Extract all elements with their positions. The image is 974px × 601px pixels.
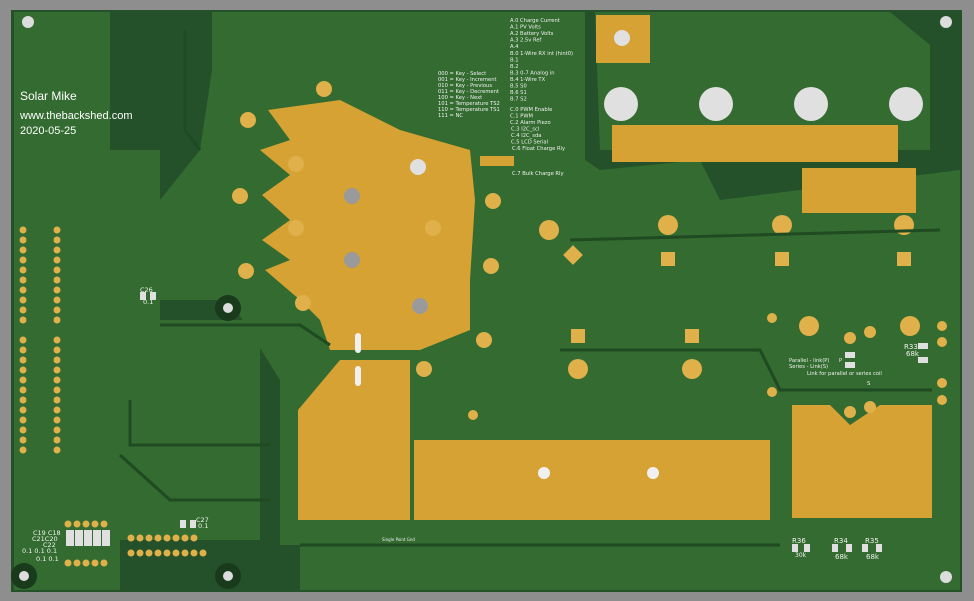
caps-refs-3: C22 <box>43 541 56 549</box>
mounting-holes <box>11 16 952 589</box>
through-hole-pads <box>232 81 947 420</box>
pin-map-item: C.7 Bulk Charge Rly <box>512 171 564 177</box>
copper-pour-right-bottom <box>792 405 932 518</box>
key-map-item: 111 = NC <box>438 113 463 119</box>
parallel-note: Parallel - link(P) <box>789 358 829 364</box>
large-vias <box>344 188 428 314</box>
key-map-item: 011 = Key - Decrement <box>438 89 499 95</box>
single-point-label: Single Point Gnd <box>382 537 415 542</box>
r35-value: 68k <box>866 553 880 561</box>
c27-value: 0.1 <box>198 522 208 530</box>
relay-holes <box>410 30 923 175</box>
slots <box>355 333 659 479</box>
brand-name: Solar Mike <box>20 89 77 103</box>
pin-map-item: C.0 PWM Enable <box>510 107 552 113</box>
key-map-item: 110 = Temperature TS1 <box>438 107 500 113</box>
key-map-item: 101 = Temperature TS2 <box>438 101 500 107</box>
pin-map-list: A.0 Charge Current A.1 PV Volts A.2 Batt… <box>510 18 573 177</box>
pin-map-item: C.6 Float Charge Rly <box>512 146 565 152</box>
pin-map-item: B.5 S0 <box>510 84 527 90</box>
copper-pour-top-right-2 <box>802 168 916 213</box>
brand-date: 2020-05-25 <box>20 125 76 137</box>
ground-pour-right <box>595 12 930 150</box>
smd-pads <box>66 292 928 552</box>
key-map-item: 100 = Key - Next <box>438 95 482 101</box>
pin-map-item: B.7 S2 <box>510 97 527 103</box>
caps-values-1: 0.1 0.1 0.1 <box>22 547 57 555</box>
pin-map-item: B.2 <box>510 64 519 70</box>
link-notes: Parallel - link(P) Series - Link(S) P S … <box>789 358 882 387</box>
caps-values-2: 0.1 0.1 <box>36 555 59 563</box>
ground-pour-lower <box>570 240 950 350</box>
pin-map-item: C.1 PWM <box>510 114 533 120</box>
r34-ref: R34 <box>834 537 848 545</box>
key-map-item: 001 = Key - Increment <box>438 77 497 83</box>
pin-map-item: A.0 Charge Current <box>510 18 560 24</box>
pin-map-item: C.3 I2C_scl <box>511 127 539 133</box>
pin-map-item: B.3 0-7 Analog in <box>510 71 555 77</box>
pin-map-item: B.0 1-Wire RX int (hint0) <box>510 51 573 57</box>
pin-map-item: A.3 2.5v Ref <box>510 38 542 44</box>
c26-ref: C26 <box>140 286 153 294</box>
left-connector-pins <box>19 226 207 567</box>
pin-map-item: A.2 Battery Volts <box>510 31 554 37</box>
pin-map-item: A.1 PV Volts <box>510 25 541 31</box>
copper-strip <box>480 156 514 166</box>
pin-map-item: B.1 <box>510 58 519 64</box>
key-map-list: 000 = Key - Select 001 = Key - Increment… <box>438 71 500 119</box>
pin-map-item: B.4 1-Wire TX <box>510 77 546 83</box>
key-map-item: 010 = Key - Previous <box>438 83 492 89</box>
r33-ref: R33 <box>904 343 918 351</box>
copper-pour-lower-left <box>298 360 410 520</box>
r36-value: 30k <box>795 552 807 559</box>
pin-map-item: C.2 Alarm Piezo <box>510 120 551 126</box>
pin-map-item: C.4 I2C_sda <box>511 133 541 139</box>
caps-refs-2: C21C20 <box>32 535 58 543</box>
series-note: Series - Link(S) <box>789 364 828 370</box>
pin-map-item: C.5 LCD Serial <box>511 140 548 146</box>
copper-pour-bottom <box>414 440 770 520</box>
traces <box>118 30 941 547</box>
s-label: S <box>867 381 870 387</box>
brand-url: www.thebackshed.com <box>19 110 133 122</box>
copper-pour-top-right <box>612 125 898 162</box>
link-note: Link for parallel or series coil <box>807 371 882 377</box>
caps-refs-1: C19 C18 <box>33 529 61 537</box>
r34-value: 68k <box>835 553 849 561</box>
r35-ref: R35 <box>865 537 879 545</box>
p-label: P <box>839 358 842 364</box>
key-map-item: 000 = Key - Select <box>438 71 486 77</box>
r33-value: 68k <box>906 350 920 358</box>
pin-map-item: A.4 <box>510 44 519 50</box>
r36-ref: R36 <box>792 537 806 545</box>
c27-ref: C27 <box>196 516 209 524</box>
pin-map-item: B.6 S1 <box>510 90 527 96</box>
c26-value: 0.1 <box>143 298 153 306</box>
